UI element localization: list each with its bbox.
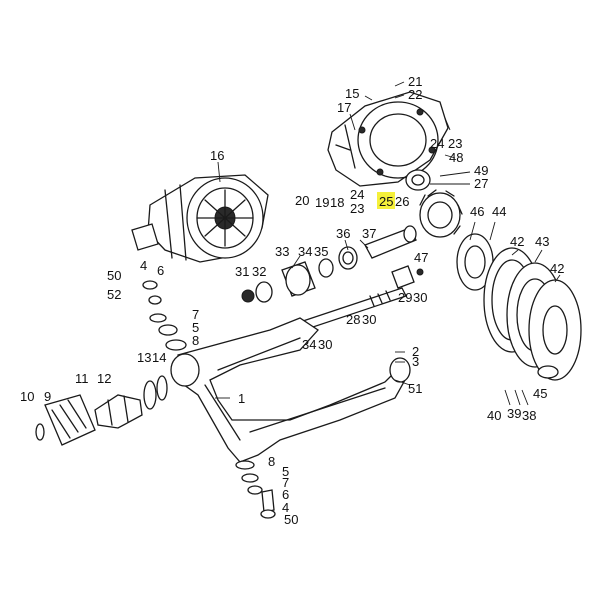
callout-label: 31 — [235, 264, 249, 279]
callout-label: 2 — [412, 344, 419, 359]
callout-label: 43 — [535, 234, 549, 249]
callout-labels: 1 2 3 4 4 5 5 6 6 7 7 8 8 9 10 11 12 13 … — [20, 74, 564, 527]
callout-label: 10 — [20, 389, 34, 404]
bearings-13-14 — [143, 375, 168, 410]
callout-label: 22 — [408, 87, 422, 102]
callout-label: 14 — [152, 350, 166, 365]
bearings-31-36 — [241, 246, 358, 303]
callout-label: 51 — [408, 381, 422, 396]
final-drive-housing-16 — [131, 174, 269, 263]
callout-label: 12 — [97, 371, 111, 386]
callout-label: 21 — [408, 74, 422, 89]
callout-label: 5 — [192, 320, 199, 335]
callout-label: 16 — [210, 148, 224, 163]
callout-label: 30 — [362, 312, 376, 327]
leader-lines — [215, 81, 561, 406]
pivot-stack-lower — [235, 460, 276, 519]
callout-label: 45 — [533, 386, 547, 401]
callout-label: 4 — [282, 500, 289, 515]
callout-label: 39 — [507, 406, 521, 421]
universal-joint — [35, 394, 143, 446]
callout-label: 34 — [298, 244, 312, 259]
callout-label: 37 — [362, 226, 376, 241]
callout-label: 32 — [252, 264, 266, 279]
callout-label: 50 — [107, 268, 121, 283]
callout-label: 19 — [315, 195, 329, 210]
callout-label: 49 — [474, 163, 488, 178]
callout-label: 36 — [336, 226, 350, 241]
callout-label: 23 — [350, 201, 364, 216]
callout-label: 42 — [510, 234, 524, 249]
callout-label: 46 — [470, 204, 484, 219]
callout-label: 6 — [282, 487, 289, 502]
drive-shaft-28 — [299, 265, 424, 331]
callout-label: 52 — [107, 287, 121, 302]
callout-label: 33 — [275, 244, 289, 259]
callout-label: 8 — [192, 333, 199, 348]
callout-label: 27 — [474, 176, 488, 191]
callout-label: 4 — [140, 258, 147, 273]
callout-label: 7 — [192, 307, 199, 322]
callout-label: 28 — [346, 312, 360, 327]
callout-label: 40 — [487, 408, 501, 423]
callout-label: 38 — [522, 408, 536, 423]
callout-label: 24 — [430, 136, 444, 151]
callout-label: 24 — [350, 187, 364, 202]
callout-label: 50 — [284, 512, 298, 527]
callout-label: 26 — [395, 194, 409, 209]
callout-label: 7 — [282, 475, 289, 490]
swingarm-1 — [170, 317, 411, 463]
callout-label: 42 — [550, 261, 564, 276]
callout-label: 34 — [302, 337, 316, 352]
callout-label: 25 — [379, 194, 393, 209]
callout-label: 47 — [414, 250, 428, 265]
pinion-shaft-37 — [364, 225, 417, 259]
callout-label: 20 — [295, 193, 309, 208]
callout-label: 9 — [44, 389, 51, 404]
callout-label: 1 — [238, 391, 245, 406]
callout-label: 30 — [413, 290, 427, 305]
callout-label: 15 — [345, 86, 359, 101]
callout-label: 23 — [448, 136, 462, 151]
highlight-marker — [377, 192, 395, 209]
callout-label: 48 — [449, 150, 463, 165]
callout-label: 30 — [318, 337, 332, 352]
callout-label: 11 — [75, 371, 89, 386]
pivot-stack-upper — [142, 280, 187, 351]
callout-label: 35 — [314, 244, 328, 259]
callout-label: 17 — [337, 100, 351, 115]
callout-label: 3 — [412, 354, 419, 369]
callout-label: 8 — [268, 454, 275, 469]
callout-label: 44 — [492, 204, 506, 219]
callout-label: 29 — [398, 290, 412, 305]
final-drive-housing-17 — [327, 91, 449, 187]
callout-label: 13 — [137, 350, 151, 365]
callout-label: 18 — [330, 195, 344, 210]
callout-label: 5 — [282, 464, 289, 479]
callout-label: 6 — [157, 263, 164, 278]
brake-discs — [456, 233, 582, 381]
ring-gear — [405, 169, 463, 238]
